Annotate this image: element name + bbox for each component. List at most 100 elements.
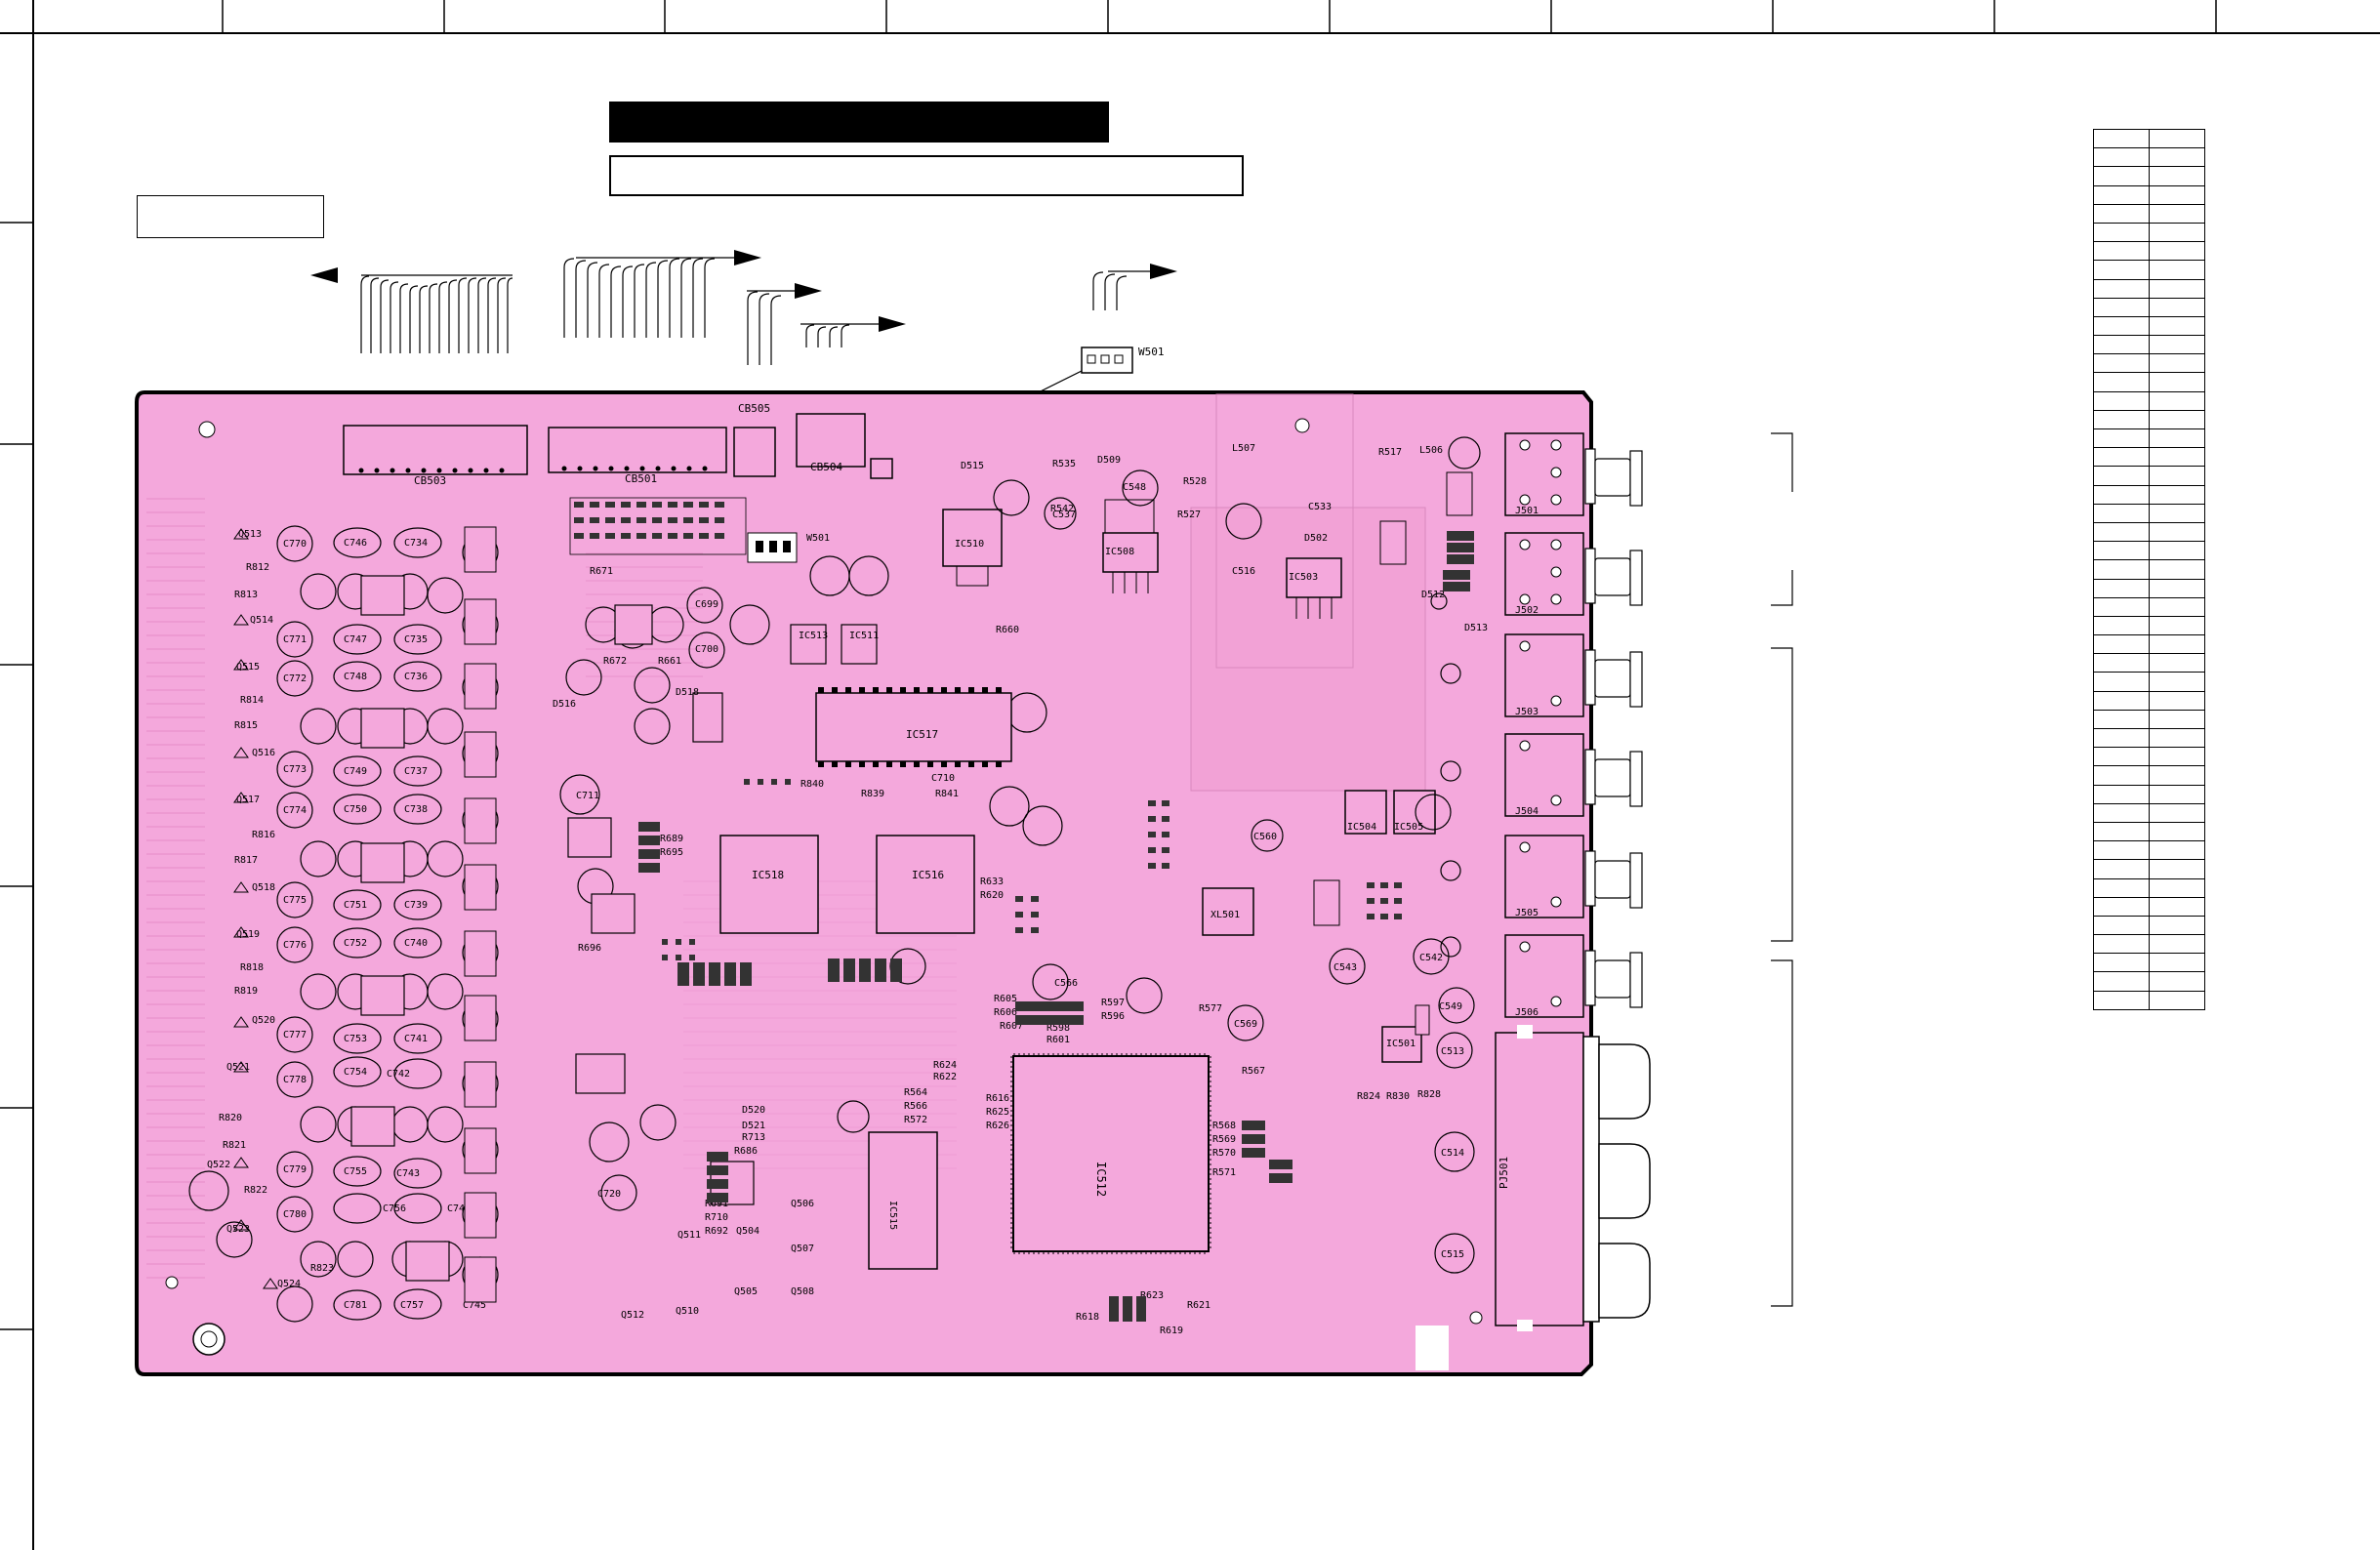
side-table-cell: [2149, 260, 2205, 280]
lbl-d512: D512: [1421, 590, 1445, 600]
side-table-cell: [2093, 784, 2150, 804]
lbl-r692: R691: [705, 1199, 728, 1209]
q516: Q516: [252, 748, 275, 758]
side-table-cell: [2149, 297, 2205, 317]
side-table-cell: [2093, 203, 2150, 224]
lbl-r605: R605: [994, 994, 1017, 1004]
side-table-cell: [2149, 147, 2205, 168]
side-table-cell: [2149, 990, 2205, 1010]
lbl-r626: R566: [904, 1101, 927, 1112]
wire-leads: W501: [310, 250, 1177, 410]
lbl-d513: D513: [1464, 623, 1488, 633]
side-table-cell: [2149, 840, 2205, 861]
side-table-row: [2093, 934, 2205, 955]
side-table-row: [2093, 466, 2205, 486]
lbl-r828: R619: [1160, 1326, 1183, 1336]
lbl-r535: R535: [1052, 459, 1076, 469]
lbl-r527: R527: [1177, 510, 1201, 520]
lbl-q504: Q506: [791, 1199, 814, 1209]
side-table-cell: [2149, 802, 2205, 823]
r813: R813: [234, 590, 258, 600]
lbl-r691: R686: [734, 1146, 758, 1157]
lbl-r567: R567: [1242, 1066, 1265, 1077]
side-table-cell: [2149, 222, 2205, 243]
lbl-c537: C537: [1052, 510, 1076, 520]
r821: R821: [223, 1140, 246, 1151]
q522: Q522: [207, 1160, 230, 1170]
ic513-label: IC513: [799, 631, 828, 641]
cap-c749: C749: [344, 766, 367, 777]
side-table-row: [2093, 765, 2205, 786]
ic517-label: IC517: [906, 728, 938, 741]
jack-j504: J504: [1515, 806, 1539, 817]
side-table-row: [2093, 390, 2205, 411]
side-table-row: [2093, 315, 2205, 337]
cap-c775: C775: [283, 895, 307, 906]
side-table-row: [2093, 915, 2205, 936]
lbl-r698: R713: [742, 1132, 765, 1143]
q517: Q517: [236, 795, 260, 805]
jack-j502: J502: [1515, 605, 1539, 616]
lbl-r830: R618: [1076, 1312, 1099, 1323]
lbl-c699: C699: [695, 599, 718, 610]
side-table-row: [2093, 166, 2205, 186]
cap-c780: C780: [283, 1209, 307, 1220]
side-table-row: [2093, 896, 2205, 917]
lbl-c549: C549: [1439, 1001, 1462, 1012]
cap-c774: C774: [283, 805, 307, 816]
r814: R814: [240, 695, 264, 706]
side-table-cell: [2093, 147, 2150, 168]
side-table-row: [2093, 447, 2205, 468]
lbl-r618: R624: [933, 1060, 957, 1071]
q523: Q523: [226, 1224, 250, 1235]
side-table-cell: [2149, 709, 2205, 730]
lbl-r542: R542: [1050, 504, 1074, 514]
lbl-c515: C515: [1441, 1249, 1464, 1260]
cap-c736: C736: [404, 672, 428, 682]
lbl-r571: R571: [1212, 1167, 1236, 1178]
side-table-cell: [2093, 896, 2150, 917]
lbl-r624: R572: [904, 1115, 927, 1125]
side-table-cell: [2093, 727, 2150, 749]
subtitle-box: [609, 155, 1244, 196]
lbl-r661: R661: [658, 656, 681, 667]
cap-c734: C734: [404, 538, 428, 549]
lbl-q507: Q510: [676, 1306, 699, 1317]
r812: R812: [246, 562, 269, 573]
side-table-row: [2093, 615, 2205, 636]
side-table-cell: [2093, 990, 2150, 1010]
lbl-r672: R672: [603, 656, 627, 667]
ic512-label: IC512: [1094, 1162, 1108, 1197]
lbl-c569: C569: [1234, 1019, 1257, 1030]
side-table-cell: [2149, 390, 2205, 411]
w501-board-label: W501: [806, 533, 830, 544]
side-table-row: [2093, 484, 2205, 505]
side-table-row: [2093, 428, 2205, 449]
side-table-cell: [2093, 184, 2150, 205]
cb503-label: CB503: [414, 474, 446, 487]
ic511-label: IC511: [849, 631, 879, 641]
side-table-row: [2093, 784, 2205, 804]
lbl-c516: C516: [1232, 566, 1255, 577]
side-table-row: [2093, 241, 2205, 262]
side-table-cell: [2093, 503, 2150, 523]
lbl-r625: R564: [904, 1087, 927, 1098]
side-table-cell: [2093, 840, 2150, 861]
lbl-c720: C711: [576, 791, 599, 801]
side-table-row: [2093, 840, 2205, 861]
side-table-cell: [2149, 727, 2205, 749]
side-table-cell: [2149, 409, 2205, 430]
side-table-cell: [2093, 335, 2150, 355]
side-table-row: [2093, 953, 2205, 973]
q521: Q521: [226, 1062, 250, 1073]
side-table-row: [2093, 596, 2205, 617]
side-table-cell: [2093, 859, 2150, 879]
side-table-row: [2093, 147, 2205, 168]
side-table-cell: [2093, 447, 2150, 468]
cap-c737: C737: [404, 766, 428, 777]
side-table-cell: [2093, 690, 2150, 711]
side-table-cell: [2149, 335, 2205, 355]
jack-j505: J505: [1515, 908, 1539, 918]
r819: R819: [234, 986, 258, 997]
q515: Q515: [236, 662, 260, 673]
